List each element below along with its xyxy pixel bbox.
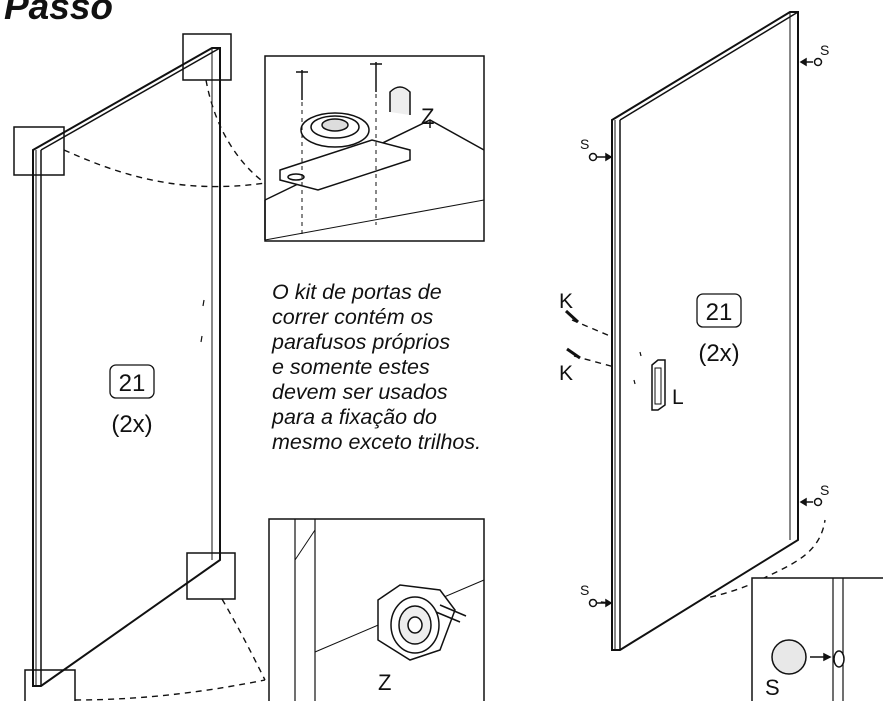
- right-quantity: (2x): [698, 340, 739, 367]
- left-quantity: (2x): [111, 411, 152, 438]
- label-s-2: S: [580, 136, 589, 152]
- step-title: Passo: [4, 0, 114, 27]
- label-s-detail: S: [765, 675, 780, 700]
- note-line-6: para a fixação do: [272, 405, 437, 429]
- top-roller-detail: Z: [264, 55, 485, 242]
- label-z-bottom: Z: [378, 670, 391, 695]
- right-part-number: 21: [706, 299, 733, 326]
- left-part-number: 21: [119, 370, 146, 397]
- note-line-2: correr contém os: [272, 305, 434, 329]
- stopper-detail: S: [751, 577, 883, 701]
- stopper-s-parts: S S S S: [580, 42, 829, 608]
- label-k-upper: K: [559, 290, 573, 313]
- right-door-panel: [611, 11, 799, 651]
- label-s-3: S: [820, 482, 829, 498]
- detail-box-top-right: [182, 33, 232, 81]
- right-part-label: 21 (2x): [696, 293, 742, 367]
- label-l: L: [672, 386, 684, 409]
- note-line-5: devem ser usados: [272, 380, 448, 404]
- detail-box-bottom-right: [186, 552, 236, 600]
- leader-lines: [63, 79, 826, 701]
- label-k-lower: K: [559, 362, 573, 385]
- label-s-4: S: [580, 582, 589, 598]
- note-line-1: O kit de portas de: [272, 280, 442, 304]
- detail-box-top-left: [13, 126, 65, 176]
- note-line-7: mesmo exceto trilhos.: [272, 430, 482, 454]
- screw-k-parts: K K: [559, 290, 581, 385]
- label-z-top: Z: [421, 104, 434, 129]
- label-s-1: S: [820, 42, 829, 58]
- detail-box-bottom-left: [24, 669, 76, 701]
- instruction-note: O kit de portas de correr contém os para…: [272, 280, 592, 455]
- note-line-3: parafusos próprios: [272, 330, 451, 354]
- left-part-label: 21 (2x): [109, 364, 155, 438]
- note-line-4: e somente estes: [272, 355, 430, 379]
- bottom-roller-detail: Z: [268, 518, 485, 701]
